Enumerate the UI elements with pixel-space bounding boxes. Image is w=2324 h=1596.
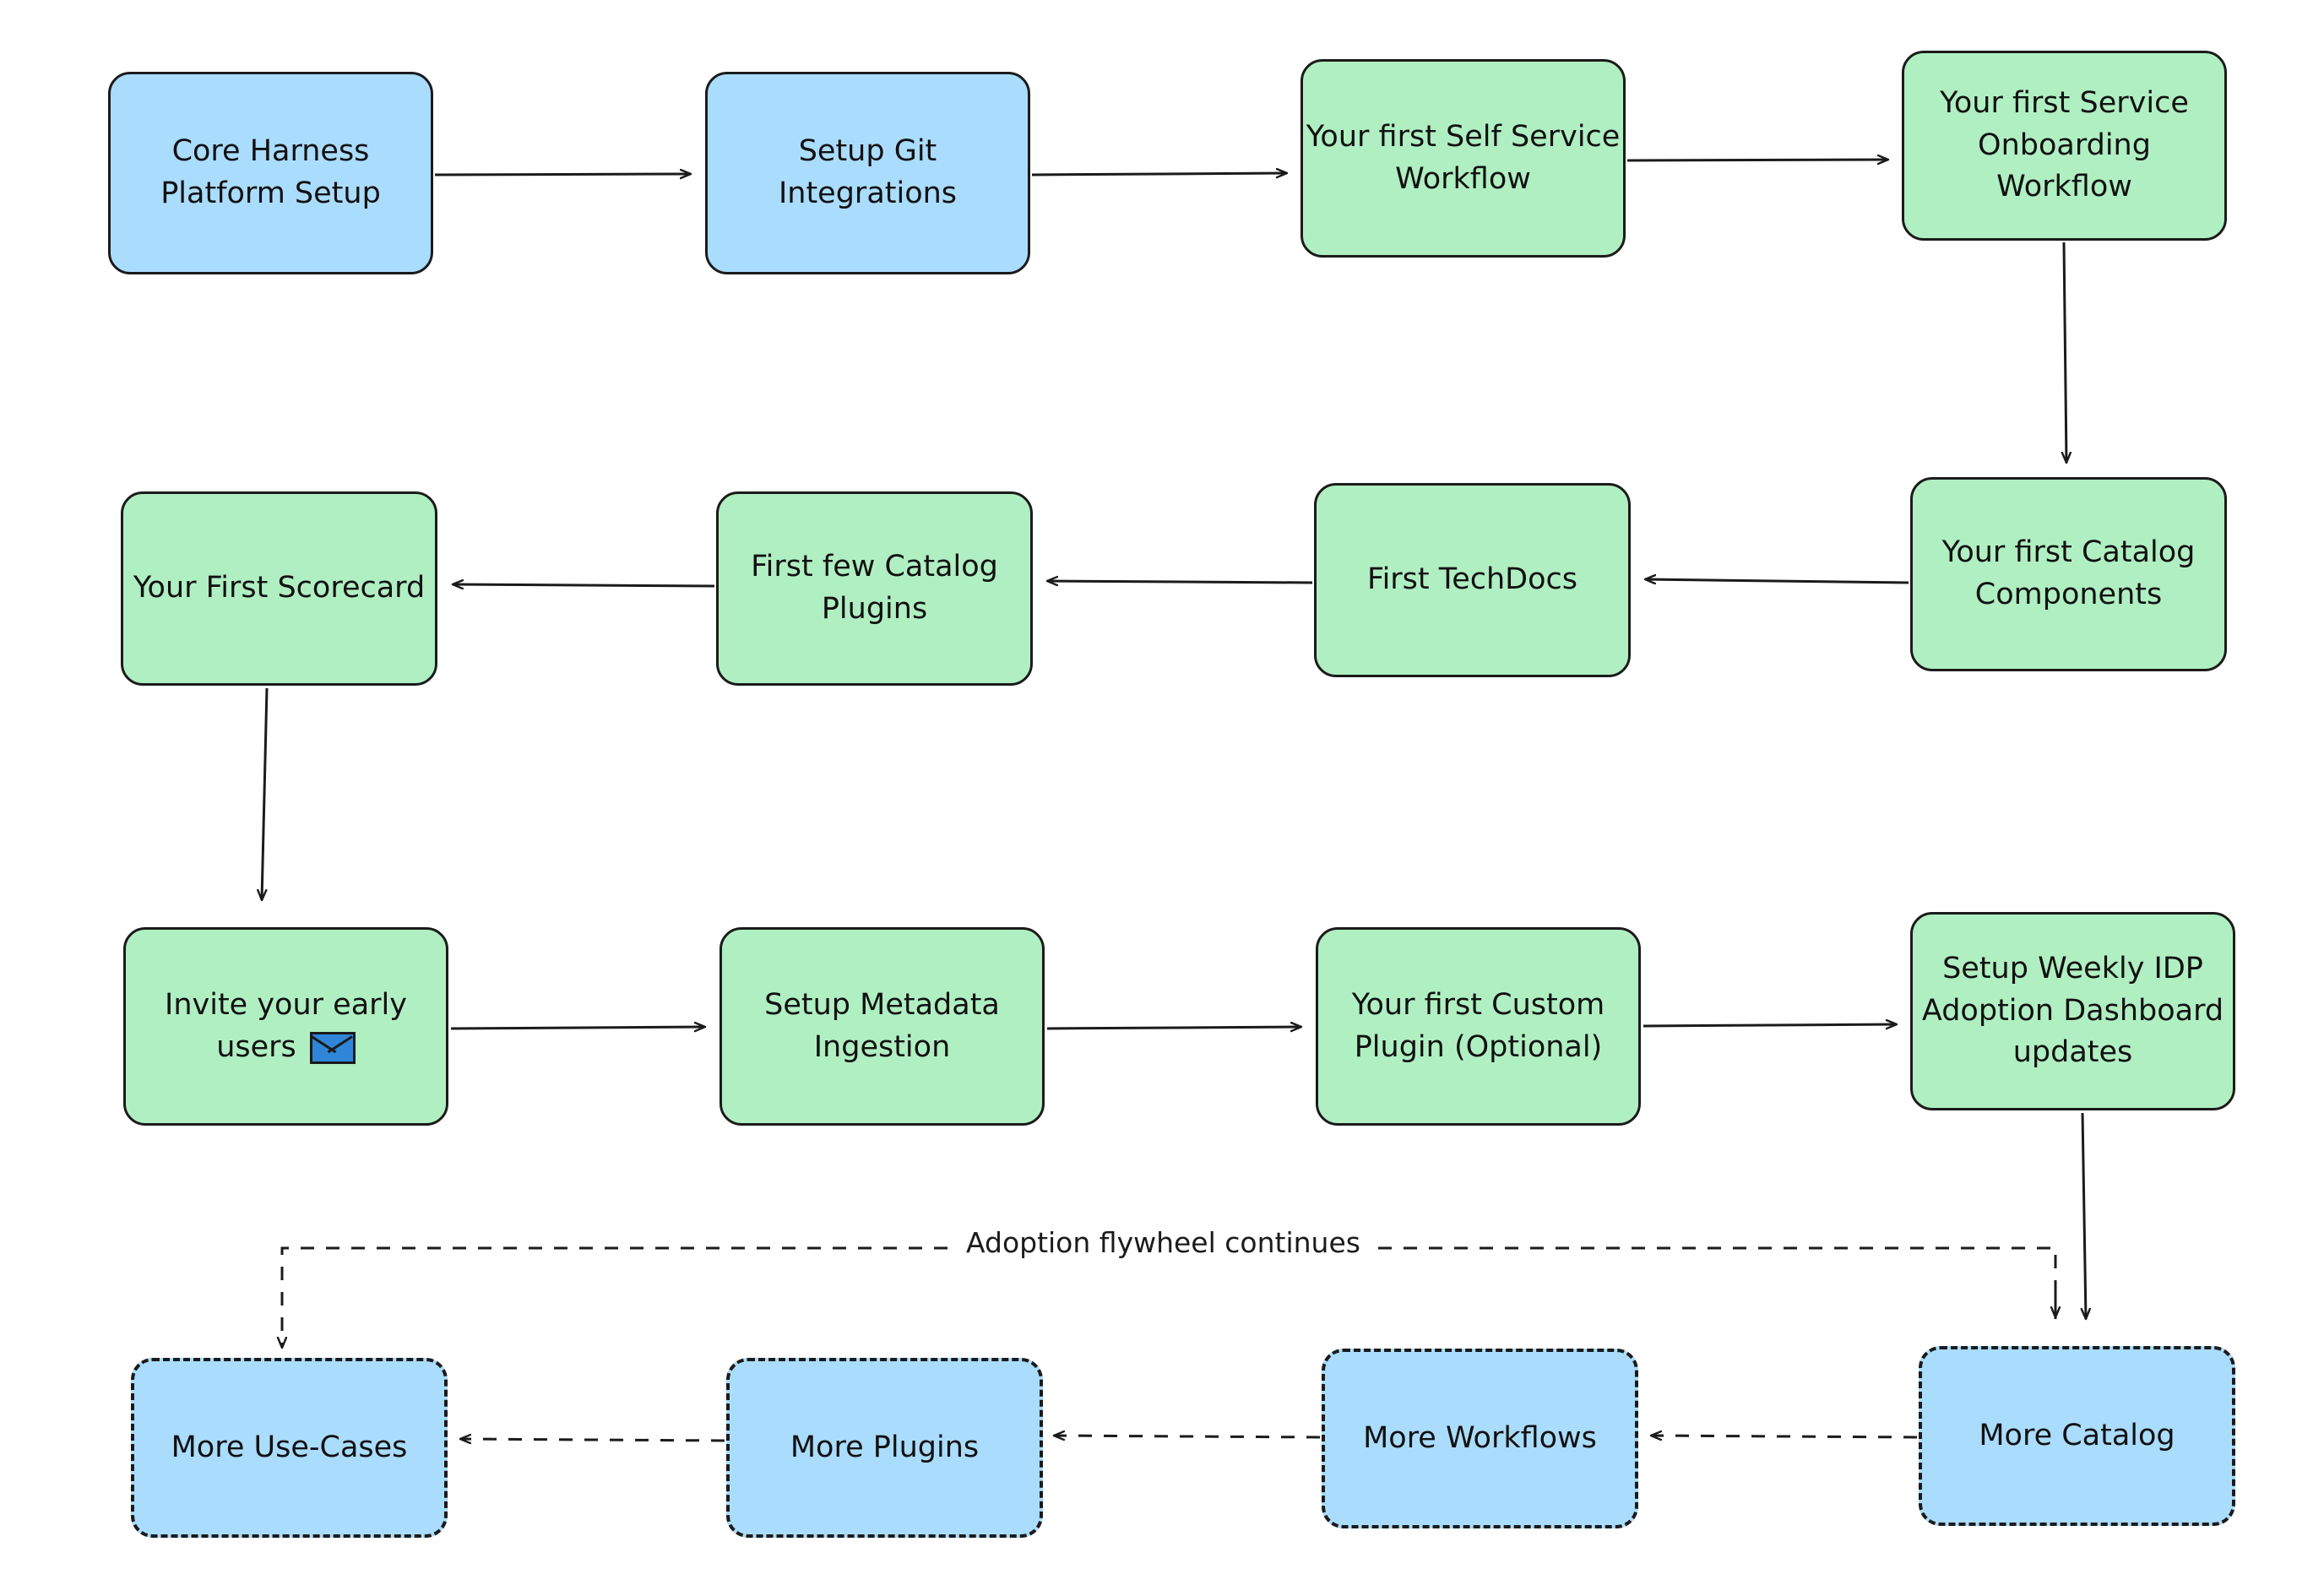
node-your-first-self-service-workflow[interactable]: Your first Self Service Workflow bbox=[1300, 59, 1626, 258]
node-label: Setup Metadata Ingestion bbox=[764, 987, 1000, 1064]
node-label: Core Harness Platform Setup bbox=[160, 134, 381, 210]
node-label-line: users bbox=[216, 1029, 296, 1064]
edge-git-to-selfservice bbox=[1031, 173, 1287, 175]
node-label: More Use-Cases bbox=[171, 1430, 408, 1464]
edge-flywheel-right-segment bbox=[1300, 1246, 2057, 1319]
node-your-first-catalog-components[interactable]: Your first Catalog Components bbox=[1910, 477, 2227, 671]
edge-techdocs-to-catalogplugins bbox=[1047, 581, 1313, 583]
edge-flywheel-left-segment bbox=[282, 1246, 948, 1348]
node-label: More Catalog bbox=[1979, 1418, 2175, 1452]
edge-customplugin-to-weeklyidp bbox=[1643, 1024, 1897, 1026]
node-label: Your first Service Onboarding Workflow bbox=[1940, 85, 2189, 204]
node-label: Setup Git Integrations bbox=[778, 134, 958, 210]
node-label: First few Catalog Plugins bbox=[751, 550, 998, 626]
node-label: More Workflows bbox=[1363, 1420, 1597, 1455]
edge-metadata-to-customplugin bbox=[1046, 1027, 1301, 1029]
node-setup-git-integrations[interactable]: Setup Git Integrations bbox=[705, 72, 1030, 274]
node-label: Invite your early users bbox=[165, 987, 407, 1064]
node-first-techdocs[interactable]: First TechDocs bbox=[1314, 483, 1631, 677]
node-label: Your first Catalog Components bbox=[1941, 535, 2196, 611]
node-setup-weekly-idp-adoption-dashboard-updates[interactable]: Setup Weekly IDP Adoption Dashboard upda… bbox=[1910, 912, 2235, 1110]
node-your-first-custom-plugin[interactable]: Your first Custom Plugin (Optional) bbox=[1316, 927, 1641, 1126]
envelope-icon bbox=[309, 1031, 356, 1064]
edge-invite-to-metadata bbox=[450, 1027, 705, 1029]
node-more-catalog[interactable]: More Catalog bbox=[1919, 1346, 2235, 1526]
edge-core-to-git bbox=[434, 174, 691, 175]
node-label: First TechDocs bbox=[1366, 562, 1578, 597]
edge-moreplugins-to-moreusecases bbox=[460, 1439, 725, 1441]
edge-moreworkflows-to-moreplugins bbox=[1054, 1436, 1321, 1437]
edge-catalogplugins-to-scorecard bbox=[453, 584, 715, 586]
node-invite-your-early-users[interactable]: Invite your early users bbox=[123, 927, 448, 1126]
node-more-workflows[interactable]: More Workflows bbox=[1322, 1349, 1638, 1528]
node-label: More Plugins bbox=[790, 1430, 980, 1464]
edge-onboarding-to-catalogcomponents bbox=[2064, 242, 2066, 463]
edge-catalogcomponents-to-techdocs bbox=[1645, 579, 1909, 583]
node-label: Your first Custom Plugin (Optional) bbox=[1351, 987, 1605, 1064]
node-label: Your First Scorecard bbox=[133, 571, 426, 605]
edge-scorecard-to-invite bbox=[262, 687, 269, 900]
node-core-harness-platform-setup[interactable]: Core Harness Platform Setup bbox=[108, 72, 433, 274]
node-more-plugins[interactable]: More Plugins bbox=[726, 1358, 1043, 1538]
edge-morecatalog-to-moreworkflows bbox=[1651, 1436, 1918, 1437]
edge-weeklyidp-to-morecatalog bbox=[2082, 1112, 2086, 1319]
node-your-first-scorecard[interactable]: Your First Scorecard bbox=[121, 491, 437, 686]
edge-label-adoption-flywheel-continues: Adoption flywheel continues bbox=[956, 1226, 1371, 1259]
node-setup-metadata-ingestion[interactable]: Setup Metadata Ingestion bbox=[719, 927, 1045, 1126]
node-label: Your first Self Service Workflow bbox=[1306, 119, 1621, 196]
node-first-few-catalog-plugins[interactable]: First few Catalog Plugins bbox=[716, 491, 1033, 686]
node-your-first-service-onboarding-workflow[interactable]: Your first Service Onboarding Workflow bbox=[1902, 51, 2227, 241]
node-more-use-cases[interactable]: More Use-Cases bbox=[131, 1358, 448, 1538]
node-label: Setup Weekly IDP Adoption Dashboard upda… bbox=[1921, 951, 2224, 1070]
